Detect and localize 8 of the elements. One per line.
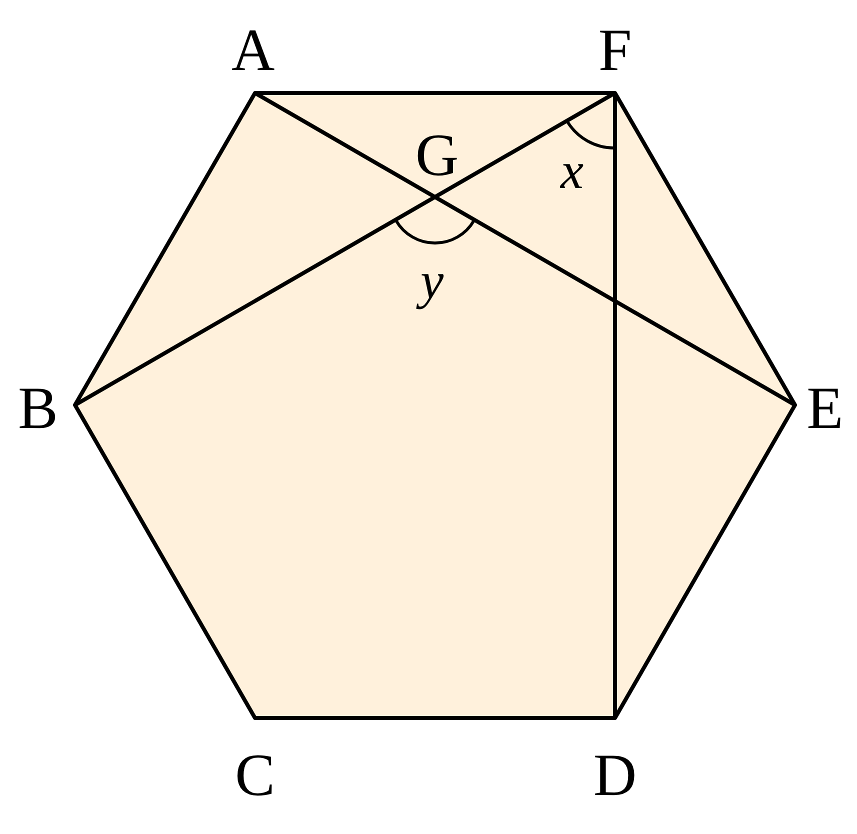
point-label: G — [415, 125, 459, 185]
angle-label: x — [560, 146, 584, 198]
point-label: A — [231, 20, 275, 80]
point-label: D — [593, 745, 637, 805]
point-label: F — [598, 20, 632, 80]
point-label: B — [18, 378, 58, 438]
point-label: C — [234, 745, 276, 805]
point-label: E — [806, 378, 844, 438]
